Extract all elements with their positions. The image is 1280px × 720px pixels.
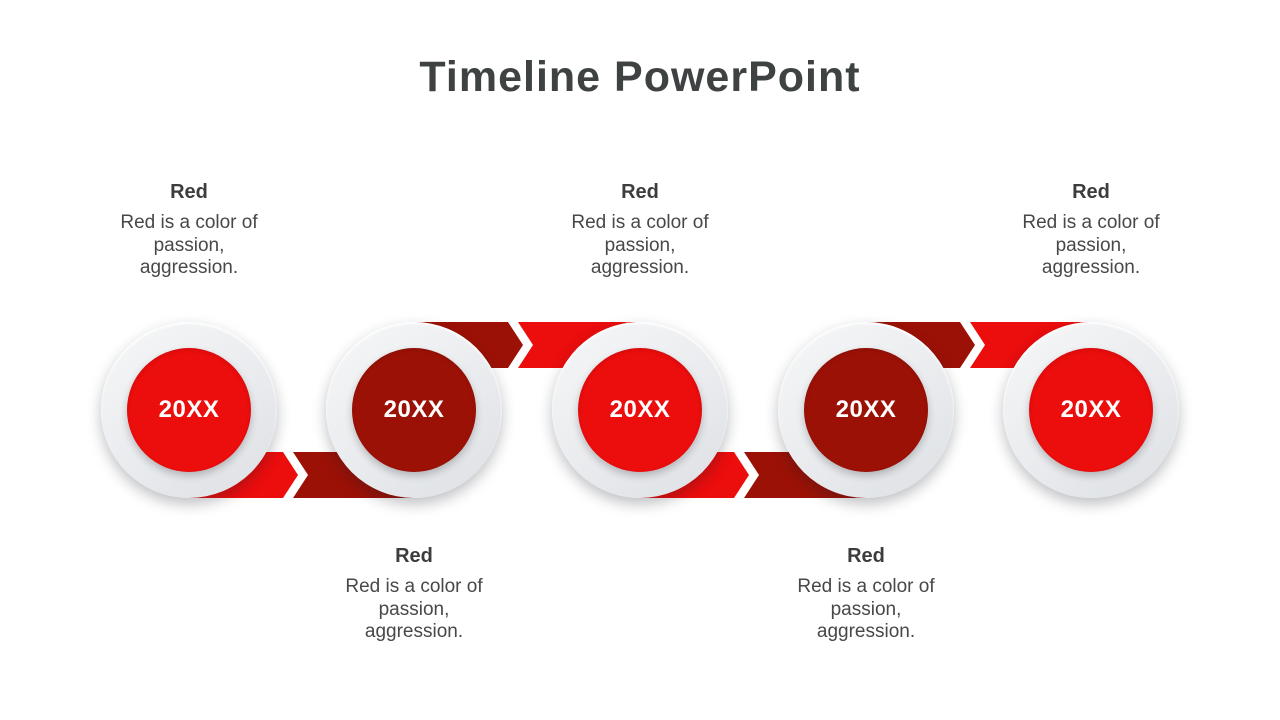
milestone-circle-3-inner: 20XX	[578, 348, 702, 472]
milestone-circle-4-inner: 20XX	[804, 348, 928, 472]
milestone-3-year-label: 20XX	[609, 396, 671, 423]
milestone-5-year-label: 20XX	[1060, 396, 1122, 423]
milestone-circle-1-inner: 20XX	[127, 348, 251, 472]
milestone-1-note: Red Red is a color of passion, aggressio…	[107, 181, 271, 280]
milestone-circle-5-inner: 20XX	[1029, 348, 1153, 472]
milestone-circle-3: 20XX	[552, 322, 728, 498]
milestone-1-note-description: Red is a color of passion, aggression.	[120, 212, 258, 278]
milestone-1-note-heading: Red	[170, 181, 208, 203]
milestone-5-note-heading: Red	[1072, 181, 1110, 203]
milestone-circle-2-inner: 20XX	[352, 348, 476, 472]
milestone-circle-2: 20XX	[326, 322, 502, 498]
milestone-4-year-label: 20XX	[835, 396, 897, 423]
milestone-3-note-description: Red is a color of passion, aggression.	[571, 212, 709, 278]
milestone-5-note-description: Red is a color of passion, aggression.	[1022, 212, 1160, 278]
milestone-4-note-heading: Red	[847, 545, 885, 567]
milestone-3-note: Red Red is a color of passion, aggressio…	[558, 181, 722, 280]
milestone-3-note-heading: Red	[621, 181, 659, 203]
milestone-1-year-label: 20XX	[158, 396, 220, 423]
milestone-5-note: Red Red is a color of passion, aggressio…	[1009, 181, 1173, 280]
milestone-circle-5: 20XX	[1003, 322, 1179, 498]
milestone-circle-4: 20XX	[778, 322, 954, 498]
slide-title: Timeline PowerPoint	[419, 53, 861, 101]
milestone-circle-1: 20XX	[101, 322, 277, 498]
milestone-2-note: Red Red is a color of passion, aggressio…	[332, 545, 496, 644]
milestone-4-note-description: Red is a color of passion, aggression.	[797, 576, 935, 642]
milestone-2-note-heading: Red	[395, 545, 433, 567]
milestone-2-note-description: Red is a color of passion, aggression.	[345, 576, 483, 642]
milestone-4-note: Red Red is a color of passion, aggressio…	[784, 545, 948, 644]
milestone-2-year-label: 20XX	[383, 396, 445, 423]
